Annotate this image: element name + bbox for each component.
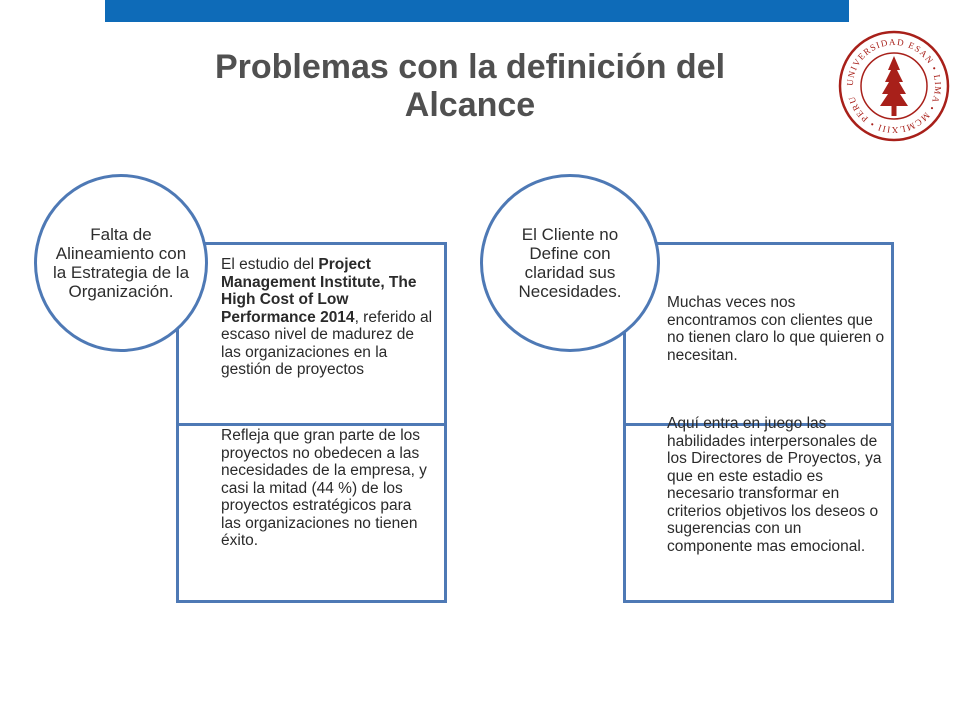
left-circle-text: Falta de Alineamiento con la Estrategia … [52,225,190,301]
right-top-text: Muchas veces nos encontramos con cliente… [667,294,885,364]
top-accent-bar [105,0,849,22]
left-box-divider [179,423,444,426]
tree-icon [880,56,908,116]
left-top-prefix: El estudio del [221,256,319,273]
left-bottom-text: Refleja que gran parte de los proyectos … [221,427,427,549]
right-circle-label: El Cliente no Define con claridad sus Ne… [480,174,660,352]
right-circle-text: El Cliente no Define con claridad sus Ne… [518,225,622,301]
left-info-box [176,242,447,603]
slide-title: Problemas con la definición del Alcance [150,48,790,124]
left-top-suffix: , referido al escaso nivel de madurez de… [221,308,433,379]
right-info-box [623,242,894,603]
title-line-1: Problemas con la definición del [214,48,726,86]
right-bottom-text: Aquí entra en juego las habilidades inte… [667,415,882,555]
left-circle-label: Falta de Alineamiento con la Estrategia … [34,174,208,352]
title-line-2: Alcance [404,86,536,124]
right-box-divider [626,423,891,426]
left-top-text: El estudio del Project Management Instit… [221,256,433,379]
university-seal-logo: UNIVERSIDAD ESAN • LIMA • MCMLXIII • PER… [838,30,950,142]
left-top-bold: Project Management Institute, The High C… [221,256,417,326]
